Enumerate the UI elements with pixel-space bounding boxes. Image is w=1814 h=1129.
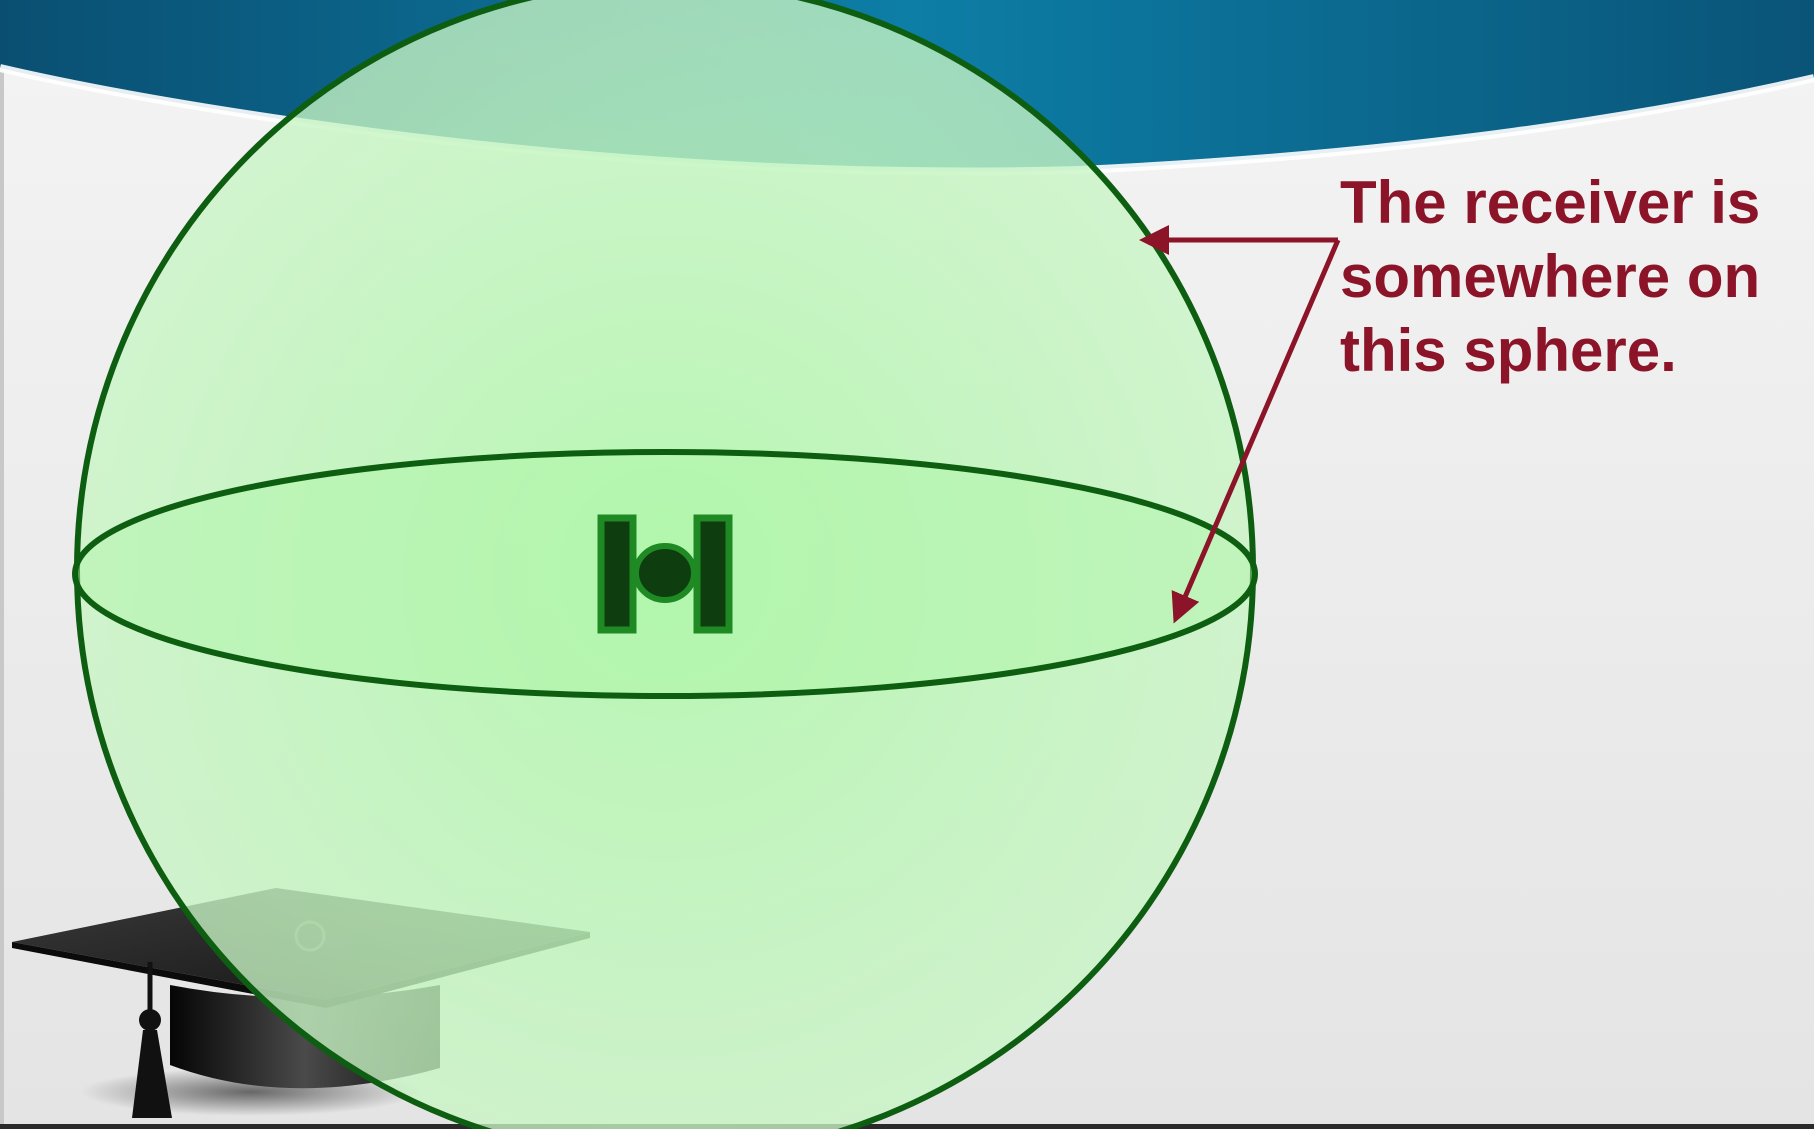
caption-line: somewhere on	[1340, 240, 1800, 314]
left-edge-strip	[0, 0, 4, 1129]
caption-line: this sphere.	[1340, 314, 1800, 388]
satellite-body	[636, 546, 694, 600]
bottom-edge-strip	[0, 1124, 1814, 1129]
satellite-left-panel	[601, 518, 633, 630]
caption-line: The receiver is	[1340, 166, 1800, 240]
cap-tassel-knot	[139, 1009, 161, 1031]
caption-text: The receiver is somewhere on this sphere…	[1340, 166, 1800, 388]
satellite-right-panel	[697, 518, 729, 630]
